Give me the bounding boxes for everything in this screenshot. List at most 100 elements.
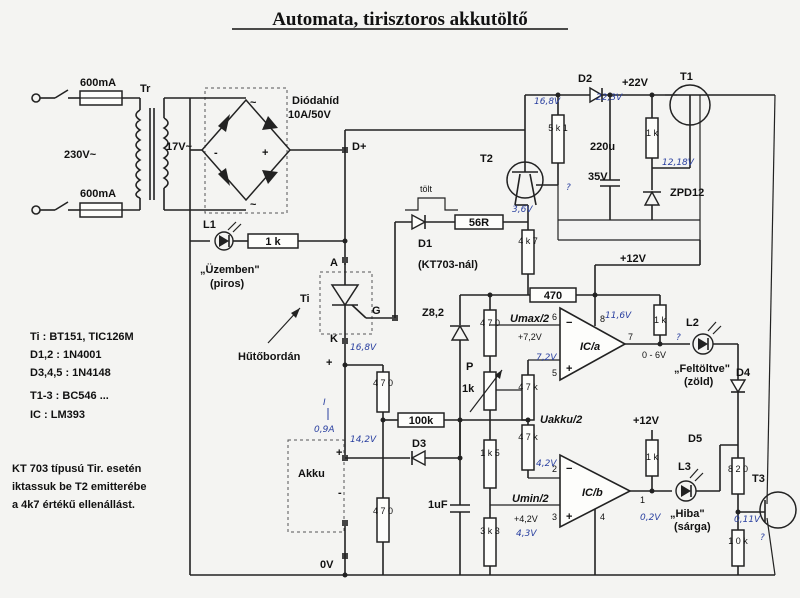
opamp-b-pin1: 1 [640,495,645,505]
resistor-1k-zener-value: 1 k [646,128,659,138]
node-dplus: D+ [352,141,366,153]
bridge-ac-top: ~ [250,97,257,109]
note-line-1: KT 703 típusú Tir. esetén [12,463,142,475]
opamp-a: IC/a − + 6 5 7 8 1 k 0 - 6V [552,295,690,382]
resistor-47k-bottom-value: 4 7 k [518,432,538,442]
hand-v14-2: 14,2V [350,435,377,445]
thyristor-anode: A [330,257,338,269]
hand-v12-18: 12,18V [662,158,695,168]
part-t13: T1-3 : BC546 ... [30,390,109,402]
resistor-1k-opamp-a-value: 1 k [654,315,667,325]
secondary-voltage: 17V~ [166,141,193,153]
opamp-b-pin4: 4 [600,512,605,522]
page-title: Automata, tirisztoros akkutöltő [272,9,528,30]
opamp-b-minus: − [566,463,572,475]
l1-indicator: L1 1 k „Üzemben" (piros) [190,219,348,290]
opamp-b-plus: + [566,511,572,523]
v22-label: +22V [622,77,649,89]
transformer-label: Tr [140,83,151,95]
diode-d2 [589,86,604,104]
zener-zpd12 [643,190,661,206]
hand-i09: 0,9A [314,425,334,435]
pot-ref: P [466,361,473,373]
resistor-470-ref [483,309,497,357]
hand-q2: ? [676,333,681,343]
kt703-footnote: KT 703 típusú Tir. esetén iktassuk be T2… [12,463,147,511]
battery-section: 4 7 0 100k 1uF 4 7 0 Akku + - D3 [287,362,528,578]
transformer-primary [135,109,142,199]
resistor-470-ref-value: 4 7 0 [480,318,500,328]
resistor-10k-value: 1 0 k [728,536,748,546]
resistor-470-top-value: 470 [544,290,562,302]
opamp-b-v12: +12V [633,415,660,427]
l3-label: „Hiba" [670,508,705,520]
diode-d4 [729,379,747,394]
handwritten-measurements: 16,8V 22,3V 12,18V 3,6V ? 11,6V ? 7,2V 1… [314,93,765,543]
resistor-47k-top-value: 4 7 k [518,382,538,392]
hand-v4-2: 4,2V [536,459,557,469]
resistor-1k5-value: 1 k 5 [480,448,500,458]
opamp-b-pin3: 3 [552,512,557,522]
transformer-secondary [162,117,169,189]
resistor-l1-value: 1 k [265,236,281,248]
umin-label: Umin/2 [512,493,549,505]
l2-ref: L2 [686,317,699,329]
l1-label: „Üzemben" [200,263,260,276]
v12-label: +12V [620,253,647,265]
part-ti: Ti : BT151, TIC126M [30,331,134,343]
battery-minus: - [338,487,342,499]
bridge-rectifier: ~ ~ + - Diódahíd 10A/50V D+ [189,87,366,214]
thyristor: A G Ti K + Hűtőbordán [238,257,398,455]
resistor-470-divider-value: 4 7 0 [373,378,393,388]
mains-voltage: 230V~ [64,149,97,161]
l1-color: (piros) [210,278,245,290]
resistor-1k-opamp-b-value: 1 k [646,452,659,462]
zener-z82-label: Z8,2 [422,307,444,319]
resistor-820-value: 8 2 0 [728,464,748,474]
bridge-name: Diódahíd [292,95,339,107]
d4-ref: D4 [736,367,751,379]
resistor-5k1-value: 5 k 1 [548,123,568,133]
umin-voltage: +4,2V [514,514,538,524]
resistor-3k3-value: 3 k 3 [480,526,500,536]
thyristor-ref: Ti [300,293,310,305]
part-d345: D3,4,5 : 1N4148 [30,367,111,379]
note-line-3: a 4k7 értékű ellenállást. [12,499,135,511]
opamp-a-out-range: 0 - 6V [642,350,666,360]
l2-indicator: L2 „Feltöltve" (zöld) D4 [674,317,751,445]
opamp-b-name: IC/b [582,487,603,499]
hand-v4-3: 4,3V [516,529,537,539]
heatsink-label: Hűtőbordán [238,351,301,363]
d5-ref: D5 [688,433,702,445]
mains-input: 600mA 600mA 230V~ Tr 17V~ [31,77,193,218]
l3-color: (sárga) [674,521,711,533]
resistor-100k-value: 100k [409,415,434,427]
hand-q1: ? [566,183,571,193]
diode-d3 [410,449,426,467]
zener-z82 [450,324,470,341]
opamp-a-pin8: 8 [600,314,605,324]
hand-v16-8b: 16,8V [350,343,377,353]
parts-list: Ti : BT151, TIC126M D1,2 : 1N4001 D3,4,5… [30,331,134,421]
charge-pulse-label: tölt [420,184,433,194]
opamp-b-pin2: 2 [552,464,557,474]
battery-plus: + [336,447,342,459]
cap-220u-voltage: 35V [588,171,608,183]
bridge-ac-bottom: ~ [250,199,257,211]
l1-ref: L1 [203,219,216,231]
thyristor-cathode: K [330,333,338,345]
diode-d1: D1 [418,238,432,250]
cap-220u: 220u [590,141,615,153]
opamp-a-plus: + [566,363,572,375]
note-line-2: iktassuk be T2 emitterébe [12,481,147,493]
fuse-top-label: 600mA [80,77,116,89]
hand-v7-2: 7,2V [536,353,557,363]
resistor-56r-value: 56R [469,217,489,229]
battery-name: Akku [298,468,325,480]
opamp-a-pin7: 7 [628,332,633,342]
resistor-470-bottom-value: 4 7 0 [373,506,393,516]
thyristor-plus: + [326,357,332,369]
resistor-470-bottom [376,497,390,543]
